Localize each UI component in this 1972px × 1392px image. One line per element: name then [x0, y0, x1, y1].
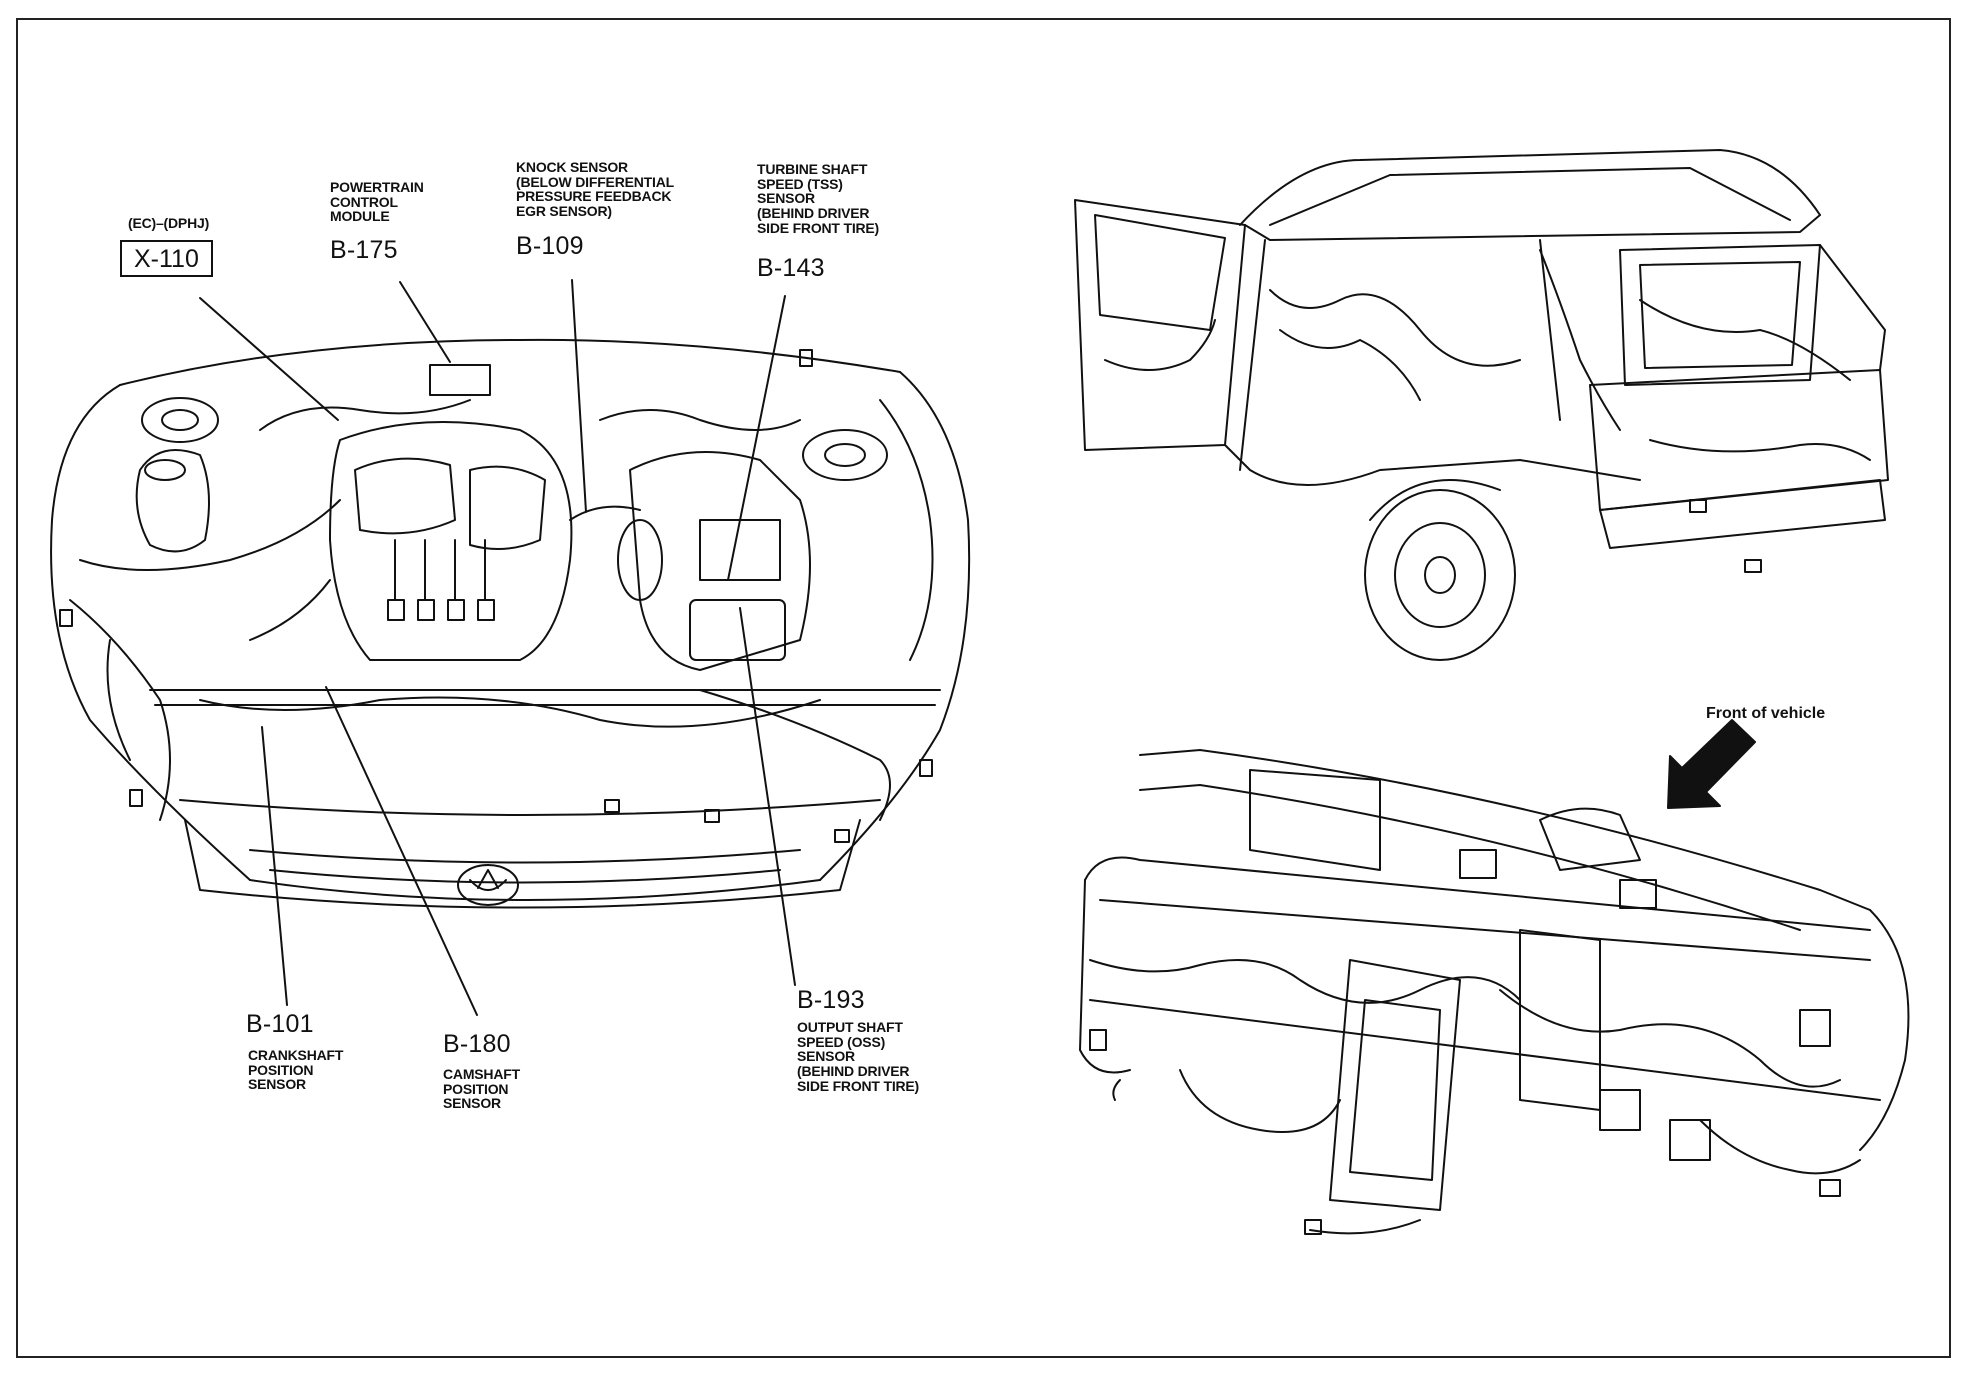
b109-connector-code: B-109: [516, 232, 584, 260]
front-of-vehicle-label: Front of vehicle: [1706, 705, 1826, 722]
b175-description: POWERTRAIN CONTROL MODULE: [330, 179, 424, 225]
callout-leaders: [199, 279, 796, 1016]
x110-connector-code: X-110: [120, 240, 213, 277]
b193-connector-code: B-193: [797, 986, 865, 1014]
vehicle-rear-illustration: [1074, 149, 1889, 661]
b180-description: CAMSHAFT POSITION SENSOR: [443, 1066, 520, 1112]
instrument-panel-illustration: [1079, 749, 1910, 1235]
b180-connector-code: B-180: [443, 1030, 511, 1058]
b193-description: OUTPUT SHAFT SPEED (OSS) SENSOR (BEHIND …: [797, 1019, 920, 1094]
b175-connector-code: B-175: [330, 236, 398, 264]
diagram-frame: [16, 18, 1951, 1358]
x110-tag-label: (EC)–(DPHJ): [128, 215, 210, 231]
front-direction-arrow: [1667, 719, 1756, 809]
b109-description: KNOCK SENSOR (BELOW DIFFERENTIAL PRESSUR…: [516, 159, 674, 220]
b143-description: TURBINE SHAFT SPEED (TSS) SENSOR (BEHIND…: [757, 161, 880, 236]
b101-description: CRANKSHAFT POSITION SENSOR: [248, 1047, 344, 1093]
b143-connector-code: B-143: [757, 254, 825, 282]
engine-bay-illustration: [50, 338, 971, 909]
b101-connector-code: B-101: [246, 1010, 314, 1038]
